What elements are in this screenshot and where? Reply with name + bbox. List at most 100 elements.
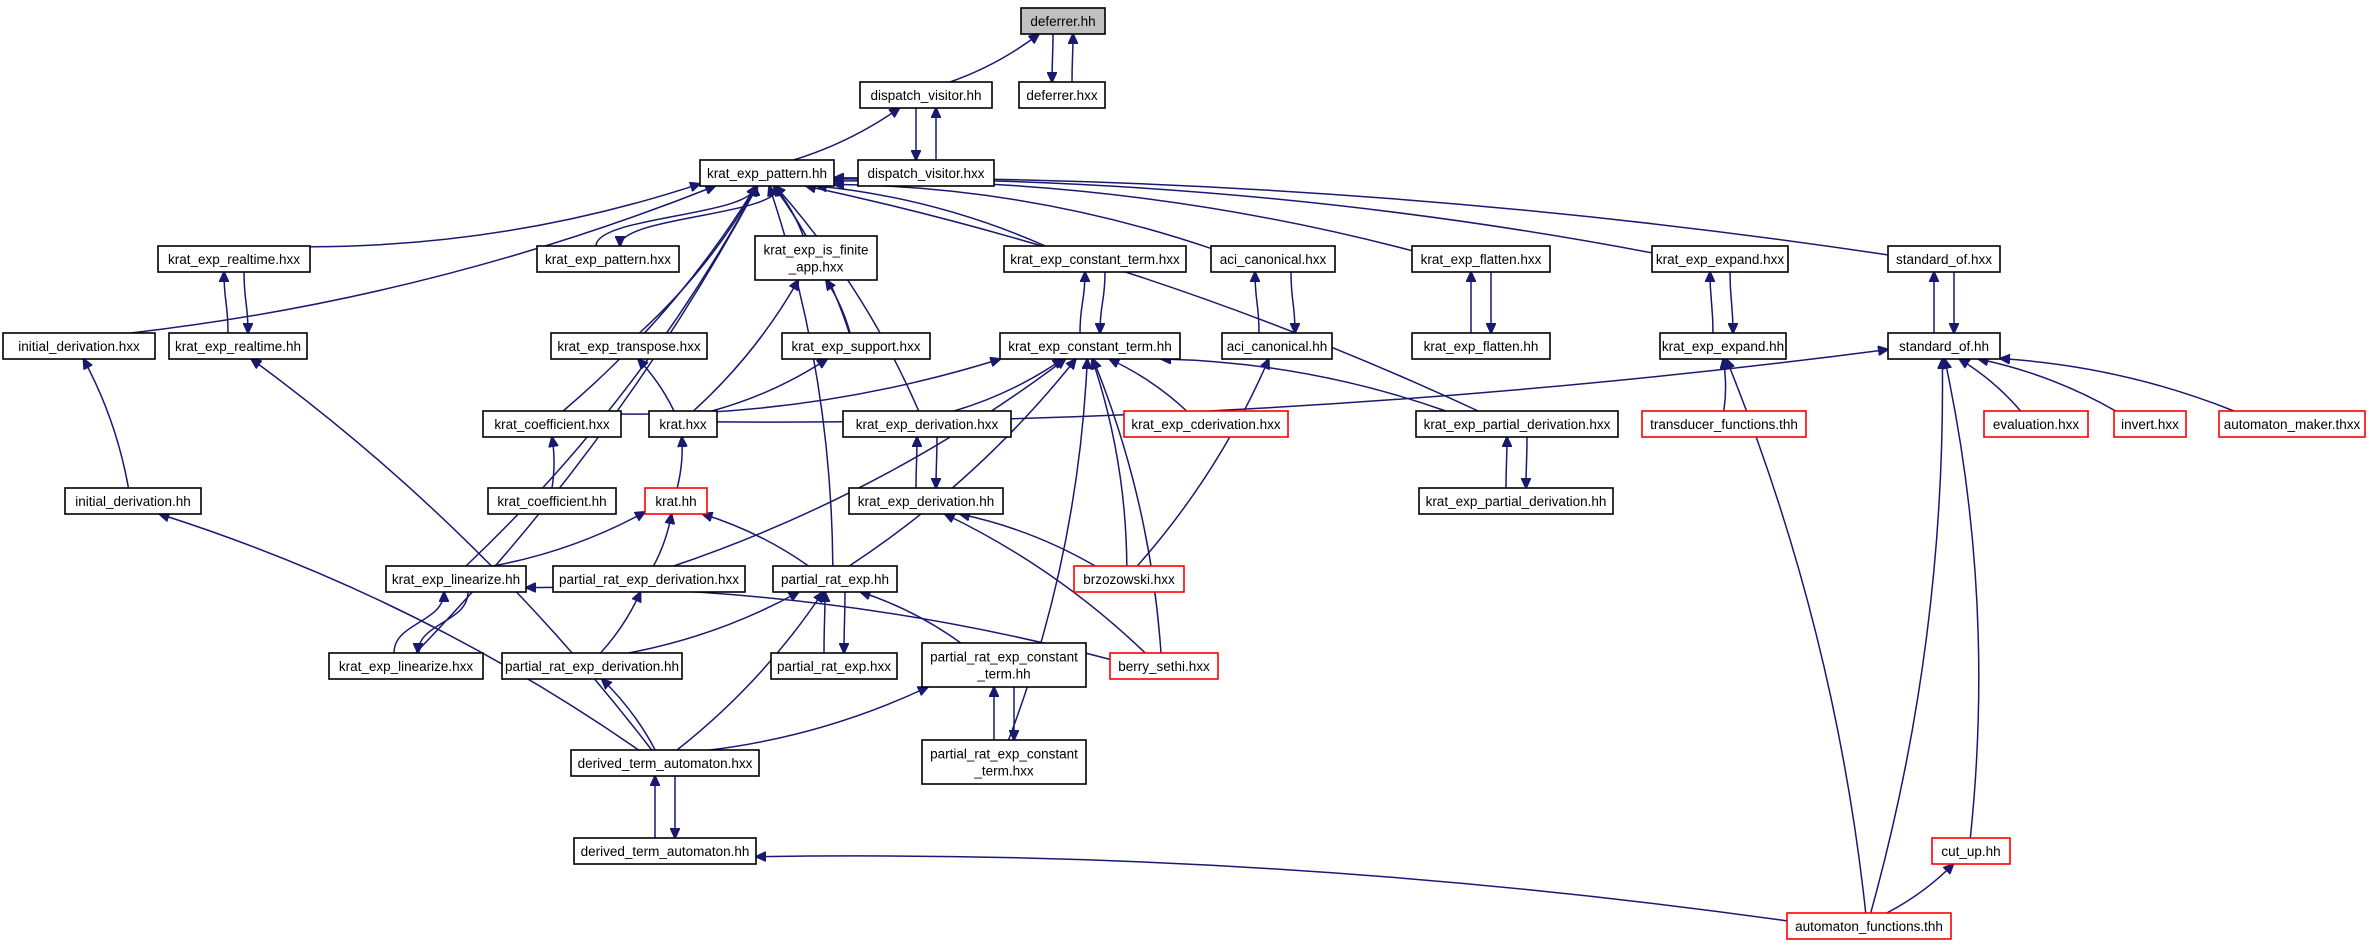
node-evaluation-hxx[interactable]: evaluation.hxx bbox=[1983, 410, 2089, 438]
node-box[interactable] bbox=[1659, 332, 1787, 360]
node-box[interactable] bbox=[754, 235, 878, 281]
node-automaton-functions-thh[interactable]: automaton_functions.thh bbox=[1786, 912, 1952, 940]
node-partial-rat-exp-derivation-hxx[interactable]: partial_rat_exp_derivation.hxx bbox=[552, 565, 746, 593]
node-krat-exp-linearize-hxx[interactable]: krat_exp_linearize.hxx bbox=[328, 652, 484, 680]
node-box[interactable] bbox=[781, 332, 931, 360]
node-box[interactable] bbox=[550, 332, 708, 360]
node-krat-exp-realtime-hxx[interactable]: krat_exp_realtime.hxx bbox=[157, 245, 311, 273]
node-partial-rat-exp-constant-term-hh[interactable]: partial_rat_exp_constant_term.hh bbox=[921, 642, 1087, 688]
node-derived-term-automaton-hxx[interactable]: derived_term_automaton.hxx bbox=[570, 749, 760, 777]
node-deferrer-hxx[interactable]: deferrer.hxx bbox=[1018, 81, 1106, 109]
node-transducer-functions-thh[interactable]: transducer_functions.thh bbox=[1641, 410, 1807, 438]
node-aci-canonical-hh[interactable]: aci_canonical.hh bbox=[1221, 332, 1333, 360]
node-box[interactable] bbox=[536, 245, 680, 273]
node-box[interactable] bbox=[1073, 565, 1185, 593]
node-box[interactable] bbox=[1018, 81, 1106, 109]
node-berry-sethi-hxx[interactable]: berry_sethi.hxx bbox=[1109, 652, 1219, 680]
node-box[interactable] bbox=[501, 652, 683, 680]
node-box[interactable] bbox=[921, 642, 1087, 688]
node-box[interactable] bbox=[1020, 7, 1106, 35]
node-box[interactable] bbox=[2, 332, 156, 360]
node-box[interactable] bbox=[859, 81, 993, 109]
node-initial-derivation-hxx[interactable]: initial_derivation.hxx bbox=[2, 332, 156, 360]
node-box[interactable] bbox=[842, 410, 1012, 438]
node-brzozowski-hxx[interactable]: brzozowski.hxx bbox=[1073, 565, 1185, 593]
node-krat-exp-cderivation-hxx[interactable]: krat_exp_cderivation.hxx bbox=[1123, 410, 1289, 438]
node-box[interactable] bbox=[1003, 245, 1187, 273]
node-standard-of-hxx[interactable]: standard_of.hxx bbox=[1887, 245, 2001, 273]
node-box[interactable] bbox=[2113, 410, 2187, 438]
node-box[interactable] bbox=[1418, 487, 1614, 515]
node-box[interactable] bbox=[772, 565, 898, 593]
node-box[interactable] bbox=[1651, 245, 1789, 273]
node-box[interactable] bbox=[157, 245, 311, 273]
node-box[interactable] bbox=[1221, 332, 1333, 360]
node-box[interactable] bbox=[857, 159, 995, 187]
node-box[interactable] bbox=[487, 487, 617, 515]
node-krat-exp-derivation-hh[interactable]: krat_exp_derivation.hh bbox=[848, 487, 1004, 515]
node-box[interactable] bbox=[1641, 410, 1807, 438]
node-box[interactable] bbox=[552, 565, 746, 593]
node-krat-coefficient-hh[interactable]: krat_coefficient.hh bbox=[487, 487, 617, 515]
node-box[interactable] bbox=[168, 332, 308, 360]
node-box[interactable] bbox=[328, 652, 484, 680]
node-automaton-maker-thxx[interactable]: automaton_maker.thxx bbox=[2218, 410, 2366, 438]
node-krat-exp-expand-hh[interactable]: krat_exp_expand.hh bbox=[1659, 332, 1787, 360]
node-box[interactable] bbox=[648, 410, 718, 438]
node-krat-hh[interactable]: krat.hh bbox=[644, 487, 708, 515]
node-dispatch-visitor-hxx[interactable]: dispatch_visitor.hxx bbox=[857, 159, 995, 187]
node-box[interactable] bbox=[64, 487, 202, 515]
node-box[interactable] bbox=[699, 159, 835, 187]
node-derived-term-automaton-hh[interactable]: derived_term_automaton.hh bbox=[573, 837, 757, 865]
node-box[interactable] bbox=[1887, 245, 2001, 273]
node-krat-exp-partial-derivation-hh[interactable]: krat_exp_partial_derivation.hh bbox=[1418, 487, 1614, 515]
node-cut-up-hh[interactable]: cut_up.hh bbox=[1931, 837, 2011, 865]
node-box[interactable] bbox=[1983, 410, 2089, 438]
node-krat-exp-flatten-hxx[interactable]: krat_exp_flatten.hxx bbox=[1411, 245, 1551, 273]
node-partial-rat-exp-derivation-hh[interactable]: partial_rat_exp_derivation.hh bbox=[501, 652, 683, 680]
node-box[interactable] bbox=[1411, 332, 1551, 360]
node-box[interactable] bbox=[2218, 410, 2366, 438]
node-partial-rat-exp-hxx[interactable]: partial_rat_exp.hxx bbox=[770, 652, 898, 680]
node-krat-exp-constant-term-hh[interactable]: krat_exp_constant_term.hh bbox=[999, 332, 1181, 360]
node-box[interactable] bbox=[1210, 245, 1336, 273]
node-invert-hxx[interactable]: invert.hxx bbox=[2113, 410, 2187, 438]
node-krat-exp-partial-derivation-hxx[interactable]: krat_exp_partial_derivation.hxx bbox=[1415, 410, 1619, 438]
node-initial-derivation-hh[interactable]: initial_derivation.hh bbox=[64, 487, 202, 515]
node-box[interactable] bbox=[482, 410, 622, 438]
node-krat-exp-flatten-hh[interactable]: krat_exp_flatten.hh bbox=[1411, 332, 1551, 360]
node-box[interactable] bbox=[385, 565, 527, 593]
node-partial-rat-exp-hh[interactable]: partial_rat_exp.hh bbox=[772, 565, 898, 593]
node-krat-exp-pattern-hxx[interactable]: krat_exp_pattern.hxx bbox=[536, 245, 680, 273]
node-krat-exp-pattern-hh[interactable]: krat_exp_pattern.hh bbox=[699, 159, 835, 187]
node-krat-exp-constant-term-hxx[interactable]: krat_exp_constant_term.hxx bbox=[1003, 245, 1187, 273]
node-box[interactable] bbox=[570, 749, 760, 777]
node-box[interactable] bbox=[770, 652, 898, 680]
node-krat-exp-expand-hxx[interactable]: krat_exp_expand.hxx bbox=[1651, 245, 1789, 273]
node-krat-exp-is-finite-app-hxx[interactable]: krat_exp_is_finite_app.hxx bbox=[754, 235, 878, 281]
node-krat-exp-linearize-hh[interactable]: krat_exp_linearize.hh bbox=[385, 565, 527, 593]
node-krat-exp-support-hxx[interactable]: krat_exp_support.hxx bbox=[781, 332, 931, 360]
node-box[interactable] bbox=[573, 837, 757, 865]
node-box[interactable] bbox=[848, 487, 1004, 515]
node-box[interactable] bbox=[1931, 837, 2011, 865]
node-krat-hxx[interactable]: krat.hxx bbox=[648, 410, 718, 438]
node-krat-coefficient-hxx[interactable]: krat_coefficient.hxx bbox=[482, 410, 622, 438]
node-dispatch-visitor-hh[interactable]: dispatch_visitor.hh bbox=[859, 81, 993, 109]
node-box[interactable] bbox=[1786, 912, 1952, 940]
node-box[interactable] bbox=[1411, 245, 1551, 273]
node-krat-exp-transpose-hxx[interactable]: krat_exp_transpose.hxx bbox=[550, 332, 708, 360]
node-standard-of-hh[interactable]: standard_of.hh bbox=[1887, 332, 2001, 360]
node-deferrer-hh[interactable]: deferrer.hh bbox=[1020, 7, 1106, 35]
node-box[interactable] bbox=[644, 487, 708, 515]
node-box[interactable] bbox=[1109, 652, 1219, 680]
node-partial-rat-exp-constant-term-hxx[interactable]: partial_rat_exp_constant_term.hxx bbox=[921, 739, 1087, 785]
node-krat-exp-derivation-hxx[interactable]: krat_exp_derivation.hxx bbox=[842, 410, 1012, 438]
node-aci-canonical-hxx[interactable]: aci_canonical.hxx bbox=[1210, 245, 1336, 273]
node-krat-exp-realtime-hh[interactable]: krat_exp_realtime.hh bbox=[168, 332, 308, 360]
node-box[interactable] bbox=[1123, 410, 1289, 438]
node-box[interactable] bbox=[999, 332, 1181, 360]
node-box[interactable] bbox=[1887, 332, 2001, 360]
node-box[interactable] bbox=[1415, 410, 1619, 438]
node-box[interactable] bbox=[921, 739, 1087, 785]
